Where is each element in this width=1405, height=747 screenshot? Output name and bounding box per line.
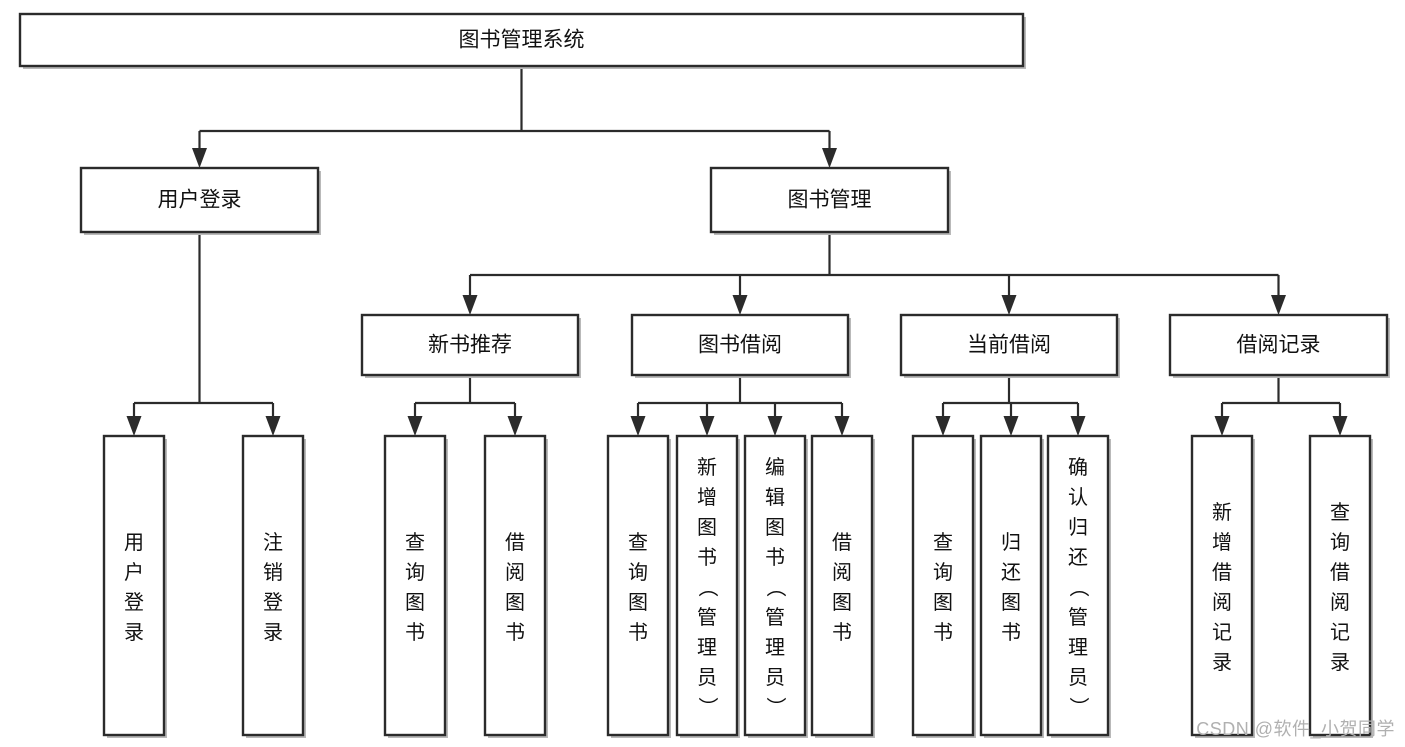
edge-group-book-borrow: [630, 375, 850, 436]
node-label: 新书推荐: [428, 334, 512, 357]
node-box: [241, 434, 305, 737]
edge-group-new-book-recommend: [407, 375, 523, 436]
node-label: 图书管理: [788, 189, 872, 212]
node-label: 借阅图书: [832, 531, 852, 644]
node-book-borrow[interactable]: 图书借阅: [630, 313, 851, 378]
arrow-head-icon: [630, 416, 646, 436]
node-box: [911, 434, 975, 737]
node-box: [360, 313, 580, 377]
edges-layer: [126, 66, 1348, 436]
edge-group-user-login: [126, 232, 281, 436]
node-leaf-edit-book[interactable]: 编辑图书（管理员）: [743, 434, 808, 738]
node-leaf-add-book[interactable]: 新增图书（管理员）: [675, 434, 740, 738]
arrow-head-icon: [1070, 416, 1086, 436]
node-leaf-return-book[interactable]: 归还图书: [979, 434, 1044, 738]
node-label: 查询图书: [405, 531, 425, 644]
node-label: 用户登录: [158, 189, 242, 212]
edge-group-borrow-record: [1214, 375, 1348, 436]
node-leaf-logout[interactable]: 注销登录: [241, 434, 306, 738]
arrow-head-icon: [507, 416, 523, 436]
node-box: [1308, 434, 1372, 737]
arrow-head-icon: [822, 148, 837, 168]
node-label: 查询借阅记录: [1330, 501, 1350, 674]
node-label: 注销登录: [263, 531, 283, 644]
node-leaf-query-book-current[interactable]: 查询图书: [911, 434, 976, 738]
node-label: 查询图书: [628, 531, 648, 644]
nodes-layer: 图书管理系统用户登录图书管理新书推荐图书借阅当前借阅借阅记录用户登录注销登录查询…: [18, 12, 1390, 738]
edge-group-current-borrow: [935, 375, 1086, 436]
node-user-login[interactable]: 用户登录: [79, 166, 321, 235]
node-leaf-query-borrow-record[interactable]: 查询借阅记录: [1308, 434, 1373, 738]
arrow-head-icon: [1001, 295, 1017, 315]
node-label: 编辑图书（管理员）: [765, 456, 786, 719]
node-label: 图书借阅: [698, 334, 782, 357]
arrow-head-icon: [1271, 295, 1286, 315]
node-box: [1190, 434, 1254, 737]
arrow-head-icon: [192, 148, 207, 168]
node-label: 查询图书: [933, 531, 953, 644]
arrow-head-icon: [407, 416, 423, 436]
node-label: 归还图书: [1001, 531, 1021, 644]
node-book-management[interactable]: 图书管理: [709, 166, 951, 235]
edge-group-book-management: [462, 232, 1286, 315]
node-leaf-confirm-return[interactable]: 确认归还（管理员）: [1046, 434, 1111, 738]
node-label: 新增图书（管理员）: [697, 456, 718, 719]
arrow-head-icon: [732, 295, 748, 315]
node-box: [102, 434, 166, 737]
edge-group-root: [192, 66, 837, 168]
node-box: [79, 166, 320, 234]
node-leaf-query-book-borrow[interactable]: 查询图书: [606, 434, 671, 738]
node-label: 借阅图书: [505, 531, 525, 644]
node-box: [383, 434, 447, 737]
node-box: [810, 434, 874, 737]
node-leaf-query-book-recommend[interactable]: 查询图书: [383, 434, 448, 738]
node-leaf-borrow-book-recommend[interactable]: 借阅图书: [483, 434, 548, 738]
node-box: [606, 434, 670, 737]
arrow-head-icon: [462, 295, 478, 315]
arrow-head-icon: [126, 416, 142, 436]
arrow-head-icon: [767, 416, 783, 436]
node-root[interactable]: 图书管理系统: [18, 12, 1026, 69]
node-label: 当前借阅: [967, 334, 1051, 357]
node-leaf-user-login[interactable]: 用户登录: [102, 434, 167, 738]
node-box: [483, 434, 547, 737]
node-box: [979, 434, 1043, 737]
node-box: [743, 434, 807, 737]
arrow-head-icon: [699, 416, 715, 436]
arrow-head-icon: [265, 416, 281, 436]
node-box: [899, 313, 1119, 377]
node-box: [1046, 434, 1110, 737]
node-current-borrow[interactable]: 当前借阅: [899, 313, 1120, 378]
node-label: 新增借阅记录: [1212, 501, 1232, 674]
node-label: 用户登录: [124, 532, 144, 644]
arrow-head-icon: [1003, 416, 1019, 436]
node-label: 借阅记录: [1237, 334, 1321, 357]
node-leaf-borrow-book[interactable]: 借阅图书: [810, 434, 875, 738]
arrow-head-icon: [834, 416, 850, 436]
node-leaf-add-borrow-record[interactable]: 新增借阅记录: [1190, 434, 1255, 738]
node-new-book-recommend[interactable]: 新书推荐: [360, 313, 581, 378]
node-box: [675, 434, 739, 737]
node-label: 图书管理系统: [459, 29, 585, 52]
node-box: [709, 166, 950, 234]
node-box: [630, 313, 850, 377]
node-borrow-record[interactable]: 借阅记录: [1168, 313, 1390, 378]
arrow-head-icon: [1214, 416, 1230, 436]
arrow-head-icon: [1332, 416, 1348, 436]
node-label: 确认归还（管理员）: [1068, 456, 1089, 719]
node-box: [1168, 313, 1389, 377]
node-box: [18, 12, 1025, 68]
arrow-head-icon: [935, 416, 951, 436]
